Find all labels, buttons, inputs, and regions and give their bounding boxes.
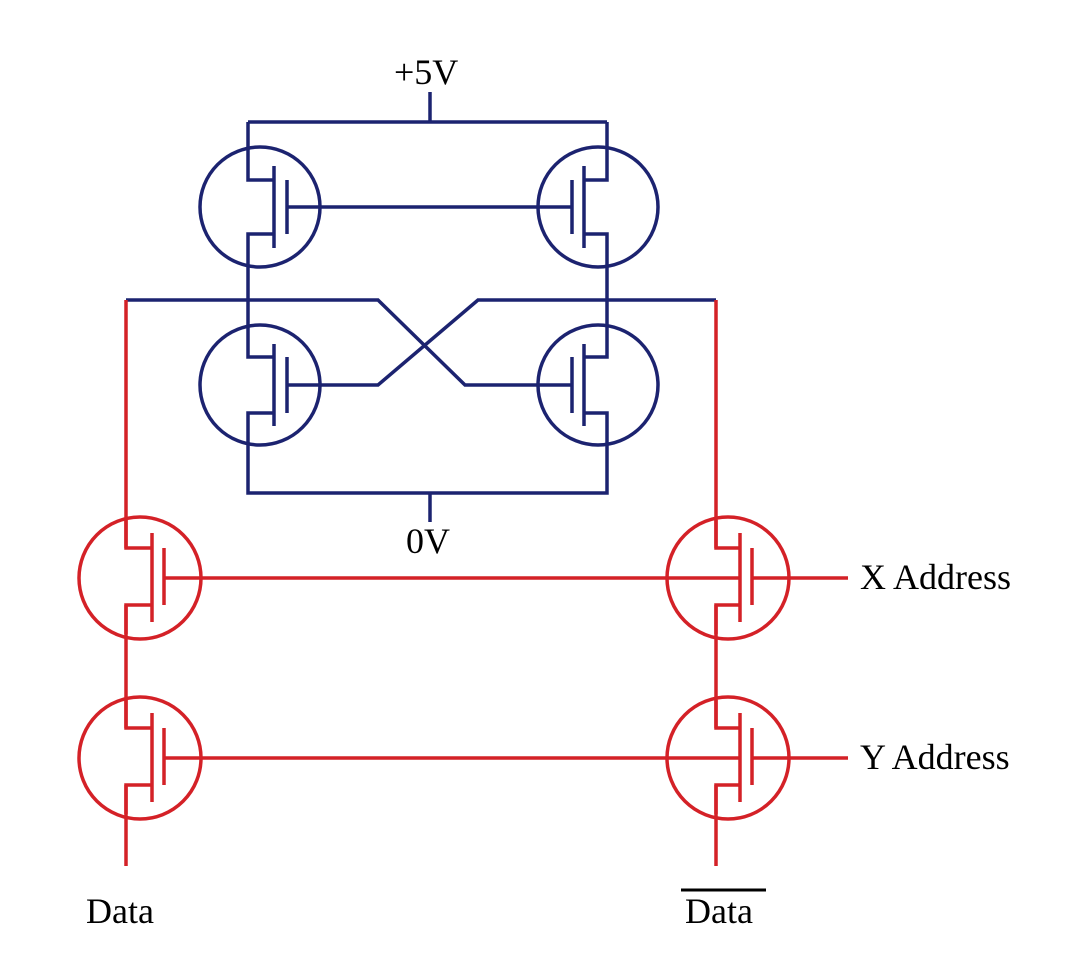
access-transistors (77, 300, 848, 866)
cross-coupling-b (287, 298, 716, 387)
supply-label: +5V (394, 52, 458, 92)
supply-rail (246, 92, 609, 152)
y-address-label: Y Address (860, 737, 1010, 777)
transistor-bottom-right (536, 323, 660, 447)
data-label: Data (86, 891, 154, 931)
transistor-top-left (198, 145, 322, 269)
cross-coupled-latch (126, 92, 716, 522)
transistor-x-left (77, 515, 203, 641)
ground-label: 0V (406, 521, 450, 561)
transistor-x-right (665, 515, 791, 641)
transistor-bottom-left (198, 323, 322, 447)
x-address-label: X Address (860, 557, 1011, 597)
transistor-y-right (665, 695, 791, 821)
transistor-top-right (536, 145, 660, 269)
cross-coupling-a (126, 298, 572, 387)
ground-rail (246, 440, 609, 522)
data-bar-label: Data (685, 891, 753, 931)
transistor-y-left (77, 695, 203, 821)
